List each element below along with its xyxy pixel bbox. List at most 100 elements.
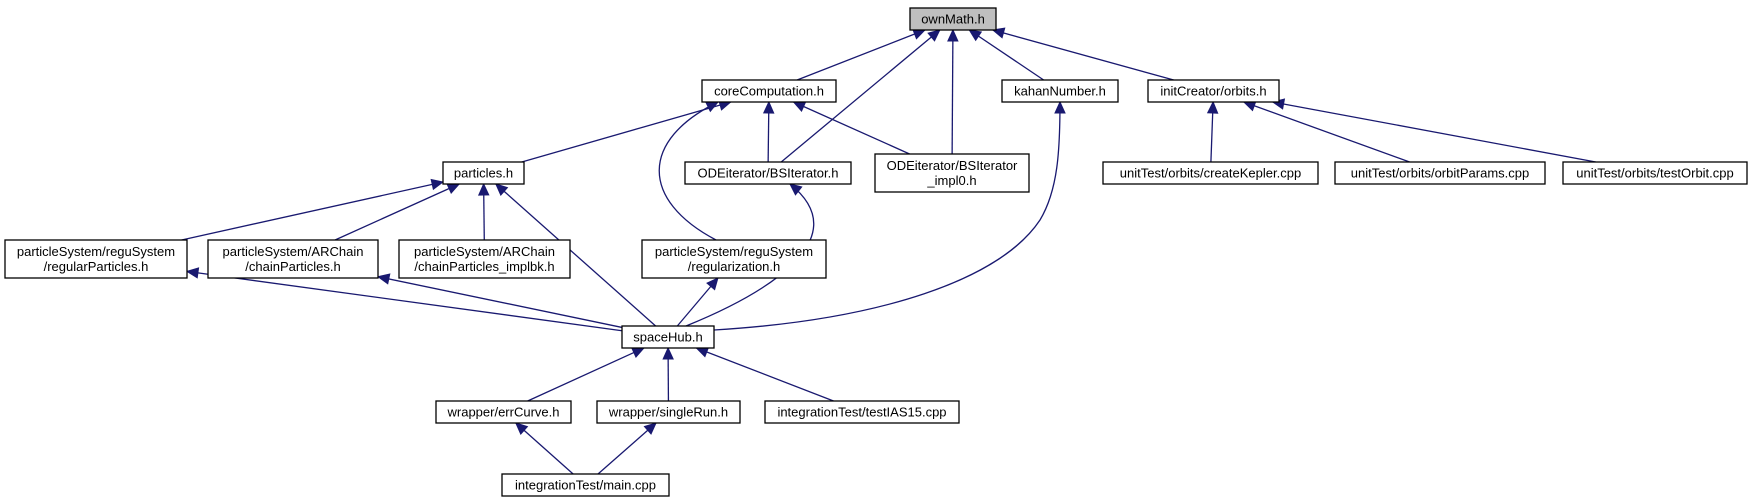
edge-createkepler-to-initorbits-arrowhead bbox=[1206, 100, 1219, 114]
node-ownmath[interactable]: ownMath.h bbox=[909, 7, 997, 31]
edge-bsiter-to-ownmath-line bbox=[780, 29, 941, 163]
node-bsimpl[interactable]: ODEiterator/BSIterator_impl0.h bbox=[874, 153, 1030, 193]
edge-errcurve-to-spacehub bbox=[527, 347, 645, 402]
edge-mainc-to-errcurve-arrowhead bbox=[514, 422, 529, 435]
node-chainimpl-label: /chainParticles_implbk.h bbox=[414, 259, 554, 274]
edge-spacehub-to-regularparticles bbox=[185, 267, 623, 332]
node-corecomp-label: coreComputation.h bbox=[714, 84, 824, 99]
node-regularparticles-label: /regularParticles.h bbox=[44, 259, 149, 274]
node-testias15-box bbox=[764, 400, 960, 424]
node-chainparticles-label: /chainParticles.h bbox=[245, 259, 340, 274]
node-regularization-label: /regularization.h bbox=[688, 259, 781, 274]
node-singlerun-box bbox=[596, 400, 741, 424]
edge-testias15-to-spacehub-line bbox=[696, 347, 834, 402]
node-chainparticles[interactable]: particleSystem/ARChain/chainParticles.h bbox=[207, 239, 379, 279]
node-createkepler-box bbox=[1102, 161, 1319, 185]
edge-testorbit-to-initorbits-line bbox=[1272, 101, 1596, 163]
node-testias15[interactable]: integrationTest/testIAS15.cpp bbox=[764, 400, 960, 424]
edge-bsimpl-to-corecomp bbox=[792, 101, 910, 155]
edge-kahan-to-ownmath-line bbox=[968, 29, 1045, 81]
node-initorbits-label: initCreator/orbits.h bbox=[1160, 84, 1266, 99]
node-regularparticles[interactable]: particleSystem/reguSystem/regularParticl… bbox=[4, 239, 188, 279]
node-singlerun[interactable]: wrapper/singleRun.h bbox=[596, 400, 741, 424]
edge-corecomp-to-ownmath-line bbox=[796, 29, 926, 81]
node-errcurve[interactable]: wrapper/errCurve.h bbox=[435, 400, 572, 424]
edge-spacehub-to-particles bbox=[494, 183, 657, 327]
node-kahan-box bbox=[1001, 79, 1119, 103]
node-chainimpl-box bbox=[398, 239, 571, 279]
node-chainparticles-box bbox=[207, 239, 379, 279]
edge-mainc-to-singlerun-arrowhead bbox=[643, 422, 657, 435]
node-bsiter[interactable]: ODEiterator/BSIterator.h bbox=[684, 161, 852, 185]
edge-orbitparams-to-initorbits bbox=[1242, 100, 1410, 163]
edge-mainc-to-singlerun bbox=[597, 422, 657, 475]
edge-chainimpl-to-particles-arrowhead bbox=[477, 182, 490, 196]
edge-initorbits-to-ownmath bbox=[991, 27, 1174, 81]
node-bsiter-label: ODEiterator/BSIterator.h bbox=[698, 166, 839, 181]
edge-kahan-to-ownmath-arrowhead bbox=[968, 29, 983, 42]
node-createkepler-label: unitTest/orbits/createKepler.cpp bbox=[1120, 166, 1301, 181]
node-orbitparams-label: unitTest/orbits/orbitParams.cpp bbox=[1351, 166, 1529, 181]
edge-initorbits-to-ownmath-line bbox=[992, 29, 1174, 81]
edge-bsiter-to-corecomp-arrowhead bbox=[762, 100, 775, 114]
edge-testias15-to-spacehub bbox=[695, 346, 834, 402]
edge-spacehub-to-particles-line bbox=[495, 183, 657, 327]
node-bsimpl-label: _impl0.h bbox=[926, 173, 976, 188]
edge-spacehub-to-chainparticles-line bbox=[377, 276, 623, 329]
edge-spacehub-to-chainparticles bbox=[376, 273, 623, 329]
edge-spacehub-to-regularization bbox=[676, 277, 719, 327]
edge-bsimpl-to-corecomp-line bbox=[793, 101, 910, 155]
node-corecomp-box bbox=[701, 79, 837, 103]
node-mainc[interactable]: integrationTest/main.cpp bbox=[501, 473, 670, 497]
edge-spacehub-to-kahan-arrowhead bbox=[1054, 100, 1066, 114]
edge-chainparticles-to-particles-line bbox=[334, 183, 460, 241]
edge-mainc-to-errcurve-line bbox=[515, 422, 574, 475]
edge-mainc-to-errcurve bbox=[514, 422, 574, 475]
node-spacehub-box bbox=[621, 325, 715, 349]
node-singlerun-label: wrapper/singleRun.h bbox=[608, 405, 728, 420]
edge-singlerun-to-spacehub bbox=[662, 346, 674, 402]
edge-spacehub-to-bsiter-arrowhead bbox=[789, 183, 803, 196]
edge-bsimpl-to-ownmath-arrowhead bbox=[947, 28, 959, 42]
node-mainc-box bbox=[501, 473, 670, 497]
node-initorbits[interactable]: initCreator/orbits.h bbox=[1147, 79, 1280, 103]
node-spacehub[interactable]: spaceHub.h bbox=[621, 325, 715, 349]
edge-spacehub-to-kahan-line bbox=[713, 101, 1061, 331]
edge-bsiter-to-ownmath-arrowhead bbox=[927, 29, 941, 42]
node-regularparticles-label: particleSystem/reguSystem bbox=[17, 244, 175, 259]
edge-mainc-to-singlerun-line bbox=[597, 422, 657, 475]
edge-spacehub-to-kahan bbox=[713, 100, 1066, 331]
node-ownmath-box bbox=[909, 7, 997, 31]
node-kahan-label: kahanNumber.h bbox=[1014, 84, 1106, 99]
node-testorbit[interactable]: unitTest/orbits/testOrbit.cpp bbox=[1562, 161, 1748, 185]
node-initorbits-box bbox=[1147, 79, 1280, 103]
node-orbitparams-box bbox=[1334, 161, 1546, 185]
node-chainparticles-label: particleSystem/ARChain bbox=[223, 244, 364, 259]
edge-bsiter-to-ownmath bbox=[780, 29, 941, 163]
node-testias15-label: integrationTest/testIAS15.cpp bbox=[777, 405, 946, 420]
node-chainimpl-label: particleSystem/ARChain bbox=[414, 244, 555, 259]
edge-singlerun-to-spacehub-arrowhead bbox=[662, 346, 674, 360]
node-regularization[interactable]: particleSystem/reguSystem/regularization… bbox=[641, 239, 827, 279]
edge-orbitparams-to-initorbits-line bbox=[1243, 101, 1410, 163]
node-kahan[interactable]: kahanNumber.h bbox=[1001, 79, 1119, 103]
edge-testias15-to-spacehub-arrowhead bbox=[695, 346, 710, 358]
edge-spacehub-to-regularparticles-line bbox=[186, 270, 623, 332]
node-chainimpl[interactable]: particleSystem/ARChain/chainParticles_im… bbox=[398, 239, 571, 279]
edge-errcurve-to-spacehub-line bbox=[527, 347, 645, 402]
edge-chainparticles-to-particles-arrowhead bbox=[446, 183, 461, 194]
edge-spacehub-to-chainparticles-arrowhead bbox=[376, 273, 391, 285]
node-particles-box bbox=[442, 161, 525, 185]
edge-errcurve-to-spacehub-arrowhead bbox=[631, 347, 645, 359]
node-particles[interactable]: particles.h bbox=[442, 161, 525, 185]
edge-particles-to-corecomp-line bbox=[521, 101, 731, 163]
edge-chainimpl-to-particles bbox=[477, 182, 490, 241]
node-createkepler[interactable]: unitTest/orbits/createKepler.cpp bbox=[1102, 161, 1319, 185]
node-orbitparams[interactable]: unitTest/orbits/orbitParams.cpp bbox=[1334, 161, 1546, 185]
edge-createkepler-to-initorbits bbox=[1206, 100, 1219, 163]
node-corecomp[interactable]: coreComputation.h bbox=[701, 79, 837, 103]
edge-kahan-to-ownmath bbox=[968, 29, 1045, 81]
node-bsimpl-label: ODEiterator/BSIterator bbox=[887, 158, 1018, 173]
edge-spacehub-to-regularization-arrowhead bbox=[706, 277, 719, 291]
